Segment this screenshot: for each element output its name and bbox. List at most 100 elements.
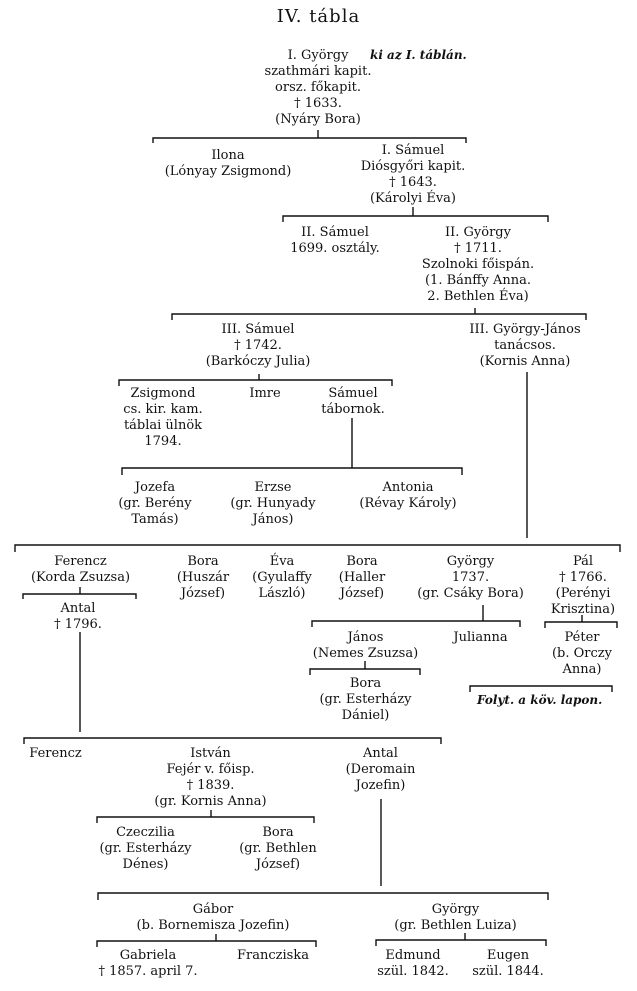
person-line: † 1857. april 7. xyxy=(98,964,198,979)
person-line: Erzse xyxy=(254,480,292,495)
person-line: Jozefin) xyxy=(355,778,406,793)
person-line: Eugen xyxy=(486,948,530,963)
bracket-gyorgy2 xyxy=(171,308,587,320)
bracket-antal2 xyxy=(97,799,549,900)
person-line: III. György-János xyxy=(469,322,581,337)
person-line: 2. Bethlen Éva) xyxy=(427,289,529,304)
person-antal1: Antal† 1796. xyxy=(28,601,128,633)
person-line: tábornok. xyxy=(321,402,385,417)
person-line: József) xyxy=(255,857,301,872)
person-line: (gr. Bethlen Luiza) xyxy=(394,918,517,933)
person-line: Antal xyxy=(60,601,96,616)
person-line: Sámuel xyxy=(328,386,378,401)
person-line: † 1766. xyxy=(559,570,607,585)
person-line: (Gyulaffy xyxy=(252,570,312,585)
person-line: (Nyáry Bora) xyxy=(275,112,361,127)
person-line: † 1796. xyxy=(54,617,102,632)
person-line: (gr. Csáky Bora) xyxy=(417,586,524,601)
person-francziska: Francziska xyxy=(223,948,323,964)
person-line: György xyxy=(431,902,480,917)
person-line: (gr. Esterházy xyxy=(99,841,192,856)
person-line: Dániel) xyxy=(341,708,390,723)
person-julianna: Julianna xyxy=(438,630,523,646)
person-line: tanácsos. xyxy=(494,338,556,353)
person-line: II. György xyxy=(445,225,511,240)
person-line: György xyxy=(446,554,495,569)
person-line: (Révay Károly) xyxy=(359,496,457,511)
person-line: (Kornis Anna) xyxy=(479,354,571,369)
person-line: (gr. Berény xyxy=(118,496,192,511)
person-line: (b. Orczy xyxy=(551,646,612,661)
person-line: (Nemes Zsuzsa) xyxy=(312,646,419,661)
person-line: (Haller xyxy=(338,570,386,585)
person-ilona: Ilona(Lónyay Zsigmond) xyxy=(143,148,313,180)
person-line: † 1742. xyxy=(234,338,282,353)
person-line: Czeczilia xyxy=(116,825,175,840)
bracket-gyorgy-last xyxy=(375,933,547,946)
bracket-samuel3 xyxy=(118,374,393,386)
person-line: Péter xyxy=(564,630,600,645)
person-line: Fejér v. főisp. xyxy=(166,762,255,777)
person-line: József) xyxy=(180,586,226,601)
person-line: László) xyxy=(258,586,306,601)
person-line: Ferencz xyxy=(54,554,107,569)
bracket-antal1 xyxy=(23,632,442,744)
person-line: Éva xyxy=(269,554,295,569)
person-line: Bora xyxy=(346,554,378,569)
person-line: (Huszár xyxy=(176,570,230,585)
person-line: szül. 1844. xyxy=(472,964,544,979)
bracket-ferencz1 xyxy=(22,587,137,599)
person-line: (gr. Kornis Anna) xyxy=(154,794,267,809)
person-line: II. Sámuel xyxy=(301,225,369,240)
person-line: † 1633. xyxy=(294,96,342,111)
person-line: (1. Bánffy Anna. xyxy=(424,273,531,288)
person-line: III. Sámuel xyxy=(221,322,295,337)
bracket-janos xyxy=(309,661,421,675)
person-line: Antonia xyxy=(382,480,434,495)
person-ferencz1: Ferencz(Korda Zsuzsa) xyxy=(18,554,143,586)
person-line: (Korda Zsuzsa) xyxy=(30,570,131,585)
person-line: szül. 1842. xyxy=(377,964,449,979)
person-line: János xyxy=(347,630,384,645)
person-gyorgy2: II. György† 1711.Szolnoki főispán.(1. Bá… xyxy=(403,225,553,305)
person-line: István xyxy=(190,746,231,761)
person-line: (Lónyay Zsigmond) xyxy=(164,164,292,179)
person-line: 1794. xyxy=(144,434,182,449)
person-line: Krisztina) xyxy=(550,602,616,617)
person-line: † 1711. xyxy=(454,241,502,256)
person-line: szathmári kapit. xyxy=(264,64,372,79)
person-samuel3: III. Sámuel† 1742.(Barkóczy Julia) xyxy=(178,322,338,370)
bracket-samuel-tab xyxy=(121,418,463,475)
person-line: (Károlyi Éva) xyxy=(369,191,457,206)
person-line: I. Sámuel xyxy=(381,143,445,158)
person-ferencz2: Ferencz xyxy=(18,746,93,762)
person-line: Ilona xyxy=(211,148,245,163)
person-line: Bora xyxy=(349,676,382,691)
person-janos: János(Nemes Zsuzsa) xyxy=(298,630,433,662)
person-line: Szolnoki főispán. xyxy=(421,257,535,272)
person-line: Anna) xyxy=(562,662,602,677)
page-title: IV. tábla xyxy=(276,6,361,27)
person-line: Julianna xyxy=(453,630,508,645)
person-line: táblai ülnök xyxy=(123,418,203,433)
bracket-pal xyxy=(544,615,618,628)
bracket-istvan xyxy=(96,810,315,823)
person-line: Jozefa xyxy=(134,480,176,495)
person-line: Antal xyxy=(363,746,398,761)
person-line: (Barkóczy Julia) xyxy=(205,354,311,369)
bracket-gyorgy1 xyxy=(152,130,467,143)
